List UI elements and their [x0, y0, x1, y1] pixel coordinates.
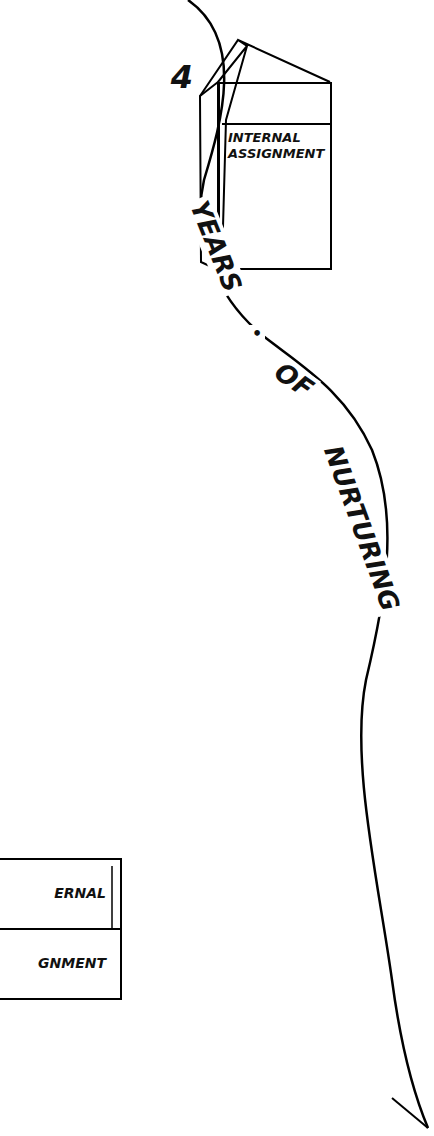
curve-label: 4 [168, 60, 196, 95]
assignment-box: INTERNAL ASSIGNMENT [218, 82, 332, 270]
curve-label: NURTURING [318, 439, 406, 617]
box-section: GNMENT [0, 928, 120, 998]
box-divider [222, 123, 330, 125]
box-label: ERNAL [54, 885, 106, 903]
box-inner-edge [111, 866, 113, 930]
nurturing-curve [188, 0, 428, 1128]
split-box: ERNAL GNMENT [0, 858, 122, 1000]
box-section: ERNAL [0, 860, 120, 928]
box-label: GNMENT [38, 955, 106, 973]
curve-label: • [249, 325, 265, 343]
curve-hook [392, 1098, 428, 1128]
curve-label: YEARS [184, 194, 249, 299]
curve-label: OF [267, 355, 321, 405]
box-section: INTERNAL ASSIGNMENT [220, 84, 330, 169]
box-label: INTERNAL ASSIGNMENT [228, 130, 324, 163]
